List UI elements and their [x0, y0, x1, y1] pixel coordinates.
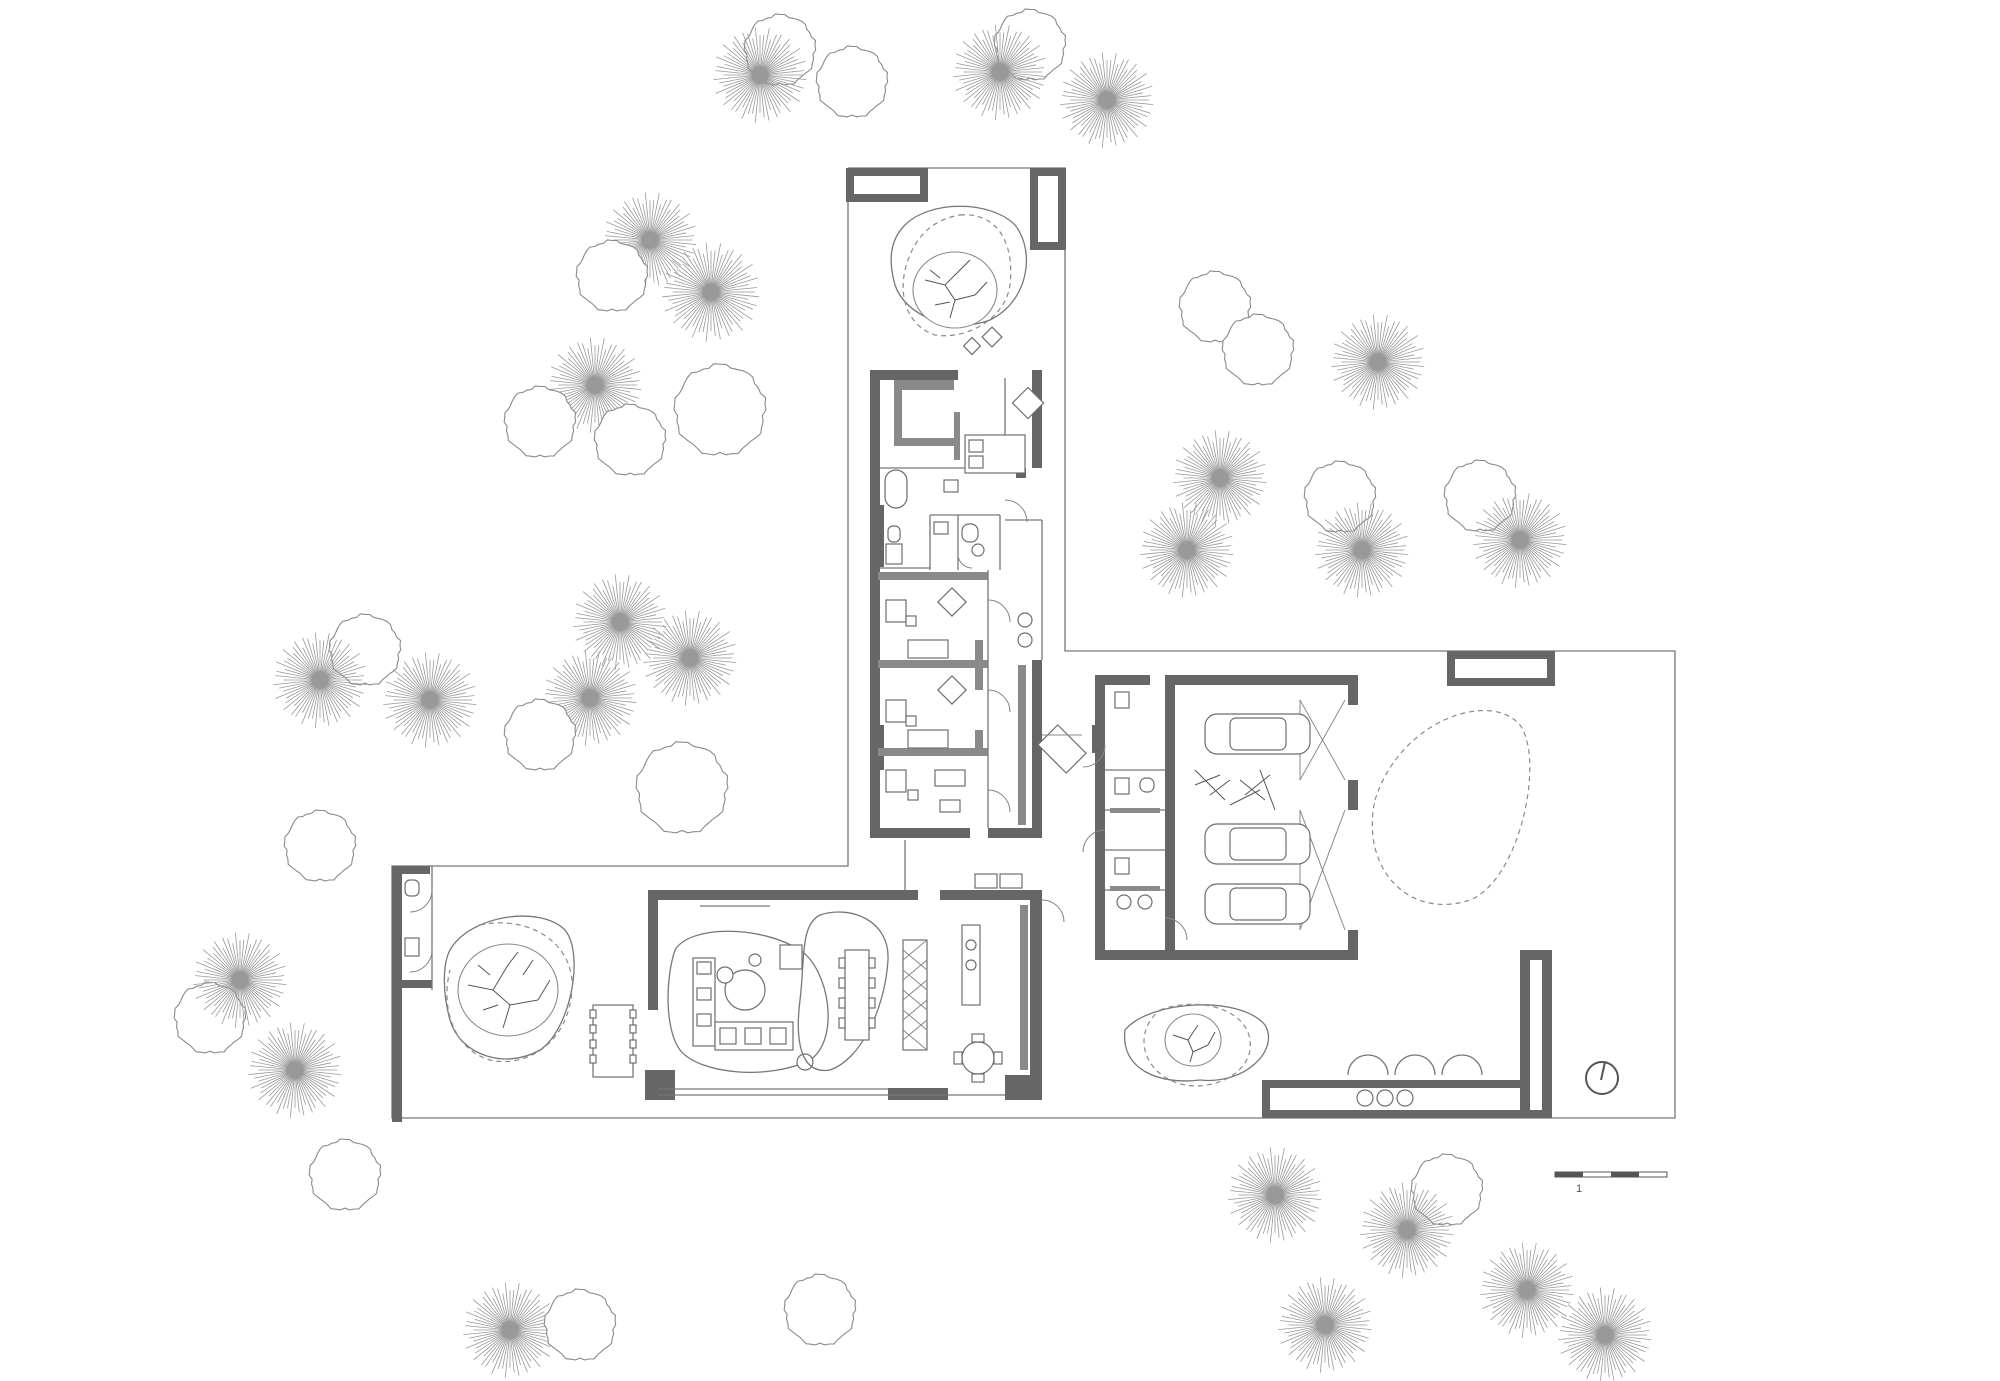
- tree-round-icon: [635, 741, 729, 834]
- tree-conifer-icon: [643, 610, 737, 706]
- tree-round-icon: [503, 385, 577, 458]
- scale-bar-label: 1: [1576, 1183, 1582, 1195]
- tree-round-icon: [503, 698, 577, 771]
- trees: [173, 8, 1652, 1381]
- site-boundary: [391, 167, 1676, 1119]
- north-arrow-icon: [1585, 1061, 1619, 1095]
- tree-round-icon: [783, 1273, 857, 1346]
- living-wing: [392, 840, 1065, 1122]
- north-wing: [846, 168, 1087, 838]
- tree-conifer-icon: [1060, 52, 1154, 148]
- tree-conifer-icon: [1140, 502, 1234, 598]
- tree-conifer-icon: [1315, 502, 1409, 598]
- garage-wing: [1082, 675, 1358, 960]
- courtyard-tree-west: [457, 943, 559, 1037]
- tree-conifer-icon: [543, 650, 637, 746]
- tree-round-icon: [815, 45, 889, 118]
- courtyard-tree-south: [1164, 1013, 1222, 1067]
- tree-conifer-icon: [1173, 430, 1267, 526]
- tree-conifer-icon: [1228, 1147, 1322, 1243]
- tree-conifer-icon: [248, 1022, 342, 1118]
- tree-round-icon: [173, 981, 247, 1054]
- scale-bar: 1: [1554, 1171, 1668, 1195]
- tree-round-icon: [283, 809, 357, 882]
- tree-conifer-icon: [662, 242, 760, 342]
- tree-round-icon: [308, 1138, 382, 1211]
- tree-conifer-icon: [1480, 1242, 1574, 1338]
- tree-conifer-icon: [193, 932, 287, 1028]
- car-icon: [1204, 713, 1311, 755]
- tree-conifer-icon: [273, 632, 367, 728]
- tree-conifer-icon: [713, 27, 807, 123]
- tree-round-icon: [593, 403, 667, 476]
- tree-round-icon: [1443, 459, 1517, 532]
- tree-conifer-icon: [953, 24, 1047, 120]
- tree-conifer-icon: [1558, 1287, 1652, 1381]
- tree-round-icon: [575, 239, 649, 312]
- tree-round-icon: [673, 363, 767, 456]
- tree-round-icon: [1410, 1153, 1484, 1226]
- tree-conifer-icon: [383, 652, 477, 748]
- tree-round-icon: [543, 1288, 617, 1361]
- tree-conifer-icon: [548, 337, 642, 433]
- tree-conifer-icon: [1360, 1182, 1454, 1278]
- tree-conifer-icon: [1473, 492, 1567, 588]
- tree-conifer-icon: [1278, 1277, 1372, 1373]
- courtyard-tree-north: [912, 251, 998, 329]
- east-yard: [1124, 651, 1555, 1118]
- tree-round-icon: [1221, 313, 1295, 386]
- tree-conifer-icon: [463, 1282, 557, 1378]
- car-icon: [1204, 883, 1311, 925]
- tree-conifer-icon: [573, 574, 667, 670]
- tree-conifer-icon: [1331, 314, 1425, 410]
- car-icon: [1204, 823, 1311, 865]
